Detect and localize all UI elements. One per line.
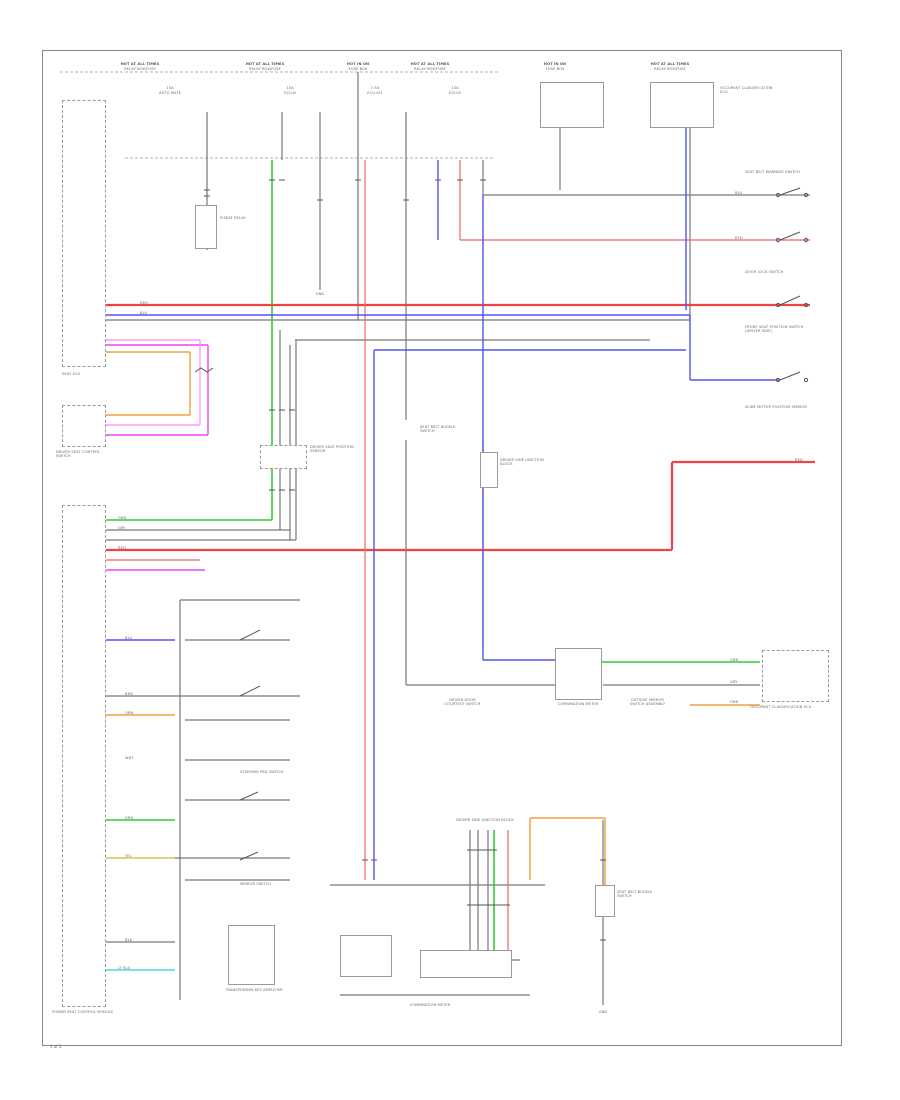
page-footer: 1 of 2 xyxy=(50,1044,62,1049)
green-wire xyxy=(100,160,760,960)
diagram-frame xyxy=(42,50,842,1046)
junction-label: DRIVER SIDE JUNCTION BLOCK xyxy=(500,458,544,467)
wire-tag-orn: ORN xyxy=(125,711,134,715)
ocu-ecu-top-label: OCCUPANT CLASSIFICATION ECU xyxy=(720,86,773,95)
comb-meter-label: COMBINATION METER xyxy=(557,702,599,706)
seat-belt-sensor-box xyxy=(595,885,615,917)
bottom-connector-2 xyxy=(420,950,512,978)
top-label-5-line2: FUSE BOX xyxy=(545,67,565,71)
top-label-2-line1: HOT AT ALL TIMES xyxy=(245,62,285,66)
mirror-label: MIRROR SWITCH xyxy=(240,882,272,886)
red-thin-wire xyxy=(100,160,810,960)
right-switch-1-label: SEAT BELT WARNING SWITCH xyxy=(745,170,800,174)
right-switch-4-label: SLIDE MOTOR POSITION SENSOR xyxy=(745,405,807,409)
top-label-3-line4: ECU-IG1 xyxy=(367,91,383,95)
wire-tag-blk: BLK xyxy=(125,938,133,942)
comb-meter-box xyxy=(555,648,602,700)
steering-label: STEERING PAD SWITCH xyxy=(240,770,284,774)
power-seat-module-box xyxy=(62,505,106,1007)
wire-tag-blue-2: BLU xyxy=(125,636,133,640)
seat-belt-sensor-label: SEAT BELT BUCKLE SWITCH xyxy=(617,890,653,899)
top-label-3-line2: FUSE BOX xyxy=(348,67,368,71)
fuse-box-5 xyxy=(540,82,604,128)
top-label-1-line2: RELAY BOX/FUSE xyxy=(124,67,156,71)
wire-tag-blue: BLU xyxy=(140,311,148,315)
wire-tag-blu-3: BLU xyxy=(735,191,743,195)
position-sensor-box xyxy=(260,445,307,469)
top-label-4-line1: HOT AT ALL TIMES xyxy=(410,62,450,66)
wire-tag-gray: GRY xyxy=(118,526,126,530)
ground-bottom-label: GND xyxy=(598,1010,608,1014)
transponder-box xyxy=(228,925,275,985)
wire-tag-grn-3: GRN xyxy=(730,658,739,662)
wire-tag-grn-2: GRN xyxy=(125,816,134,820)
top-label-3-line1: HOT IN ON xyxy=(346,62,370,66)
right-switch-3-label: FRONT SEAT POSITION SWITCH (DRIVER SIDE) xyxy=(745,325,804,334)
wire-tag-red: RED xyxy=(140,301,148,305)
relay-box xyxy=(195,205,217,249)
seat-ecu-label: SEAT ECU xyxy=(62,372,81,376)
top-label-4-line2: RELAY BOX/FUSE xyxy=(414,67,446,71)
transponder-label: TRANSPONDER KEY AMPLIFIER xyxy=(225,988,283,992)
wire-tag-wht: WHT xyxy=(125,756,134,760)
relay-label: P/SEAT RELAY xyxy=(220,216,246,220)
bottom-connector-1 xyxy=(340,935,392,977)
top-label-1-line4: AUTO MATE xyxy=(159,91,181,95)
wire-tag-red-2: RED xyxy=(118,546,126,550)
right-switch-2-label: DOOR LOCK SWITCH xyxy=(745,270,784,274)
occupant-ecu-label: OCCUPANT CLASSIFICATION ECU xyxy=(750,705,812,709)
outside-switch-label: OUTSIDE MIRROR SWITCH ASSEMBLY xyxy=(629,698,666,707)
power-seat-module-label: POWER SEAT CONTROL MODULE xyxy=(52,1010,114,1014)
top-label-5-line1: HOT IN ON xyxy=(543,62,567,66)
wire-tag-brn: BRN xyxy=(125,692,133,696)
connector-ticks xyxy=(204,179,606,941)
junction-box xyxy=(480,452,498,488)
bottom-meter-label: COMBINATION METER xyxy=(409,1003,451,1007)
wire-tag-yel: YEL xyxy=(125,854,132,858)
orange-wire xyxy=(100,351,760,885)
top-label-4-line3: 10A xyxy=(451,86,459,90)
seat-switch-label: DRIVER SEAT CONTROL SWITCH xyxy=(56,450,101,459)
top-label-6-line1: HOT AT ALL TIMES xyxy=(650,62,690,66)
magenta-wire xyxy=(100,344,209,571)
wire-tag-green: GRN xyxy=(118,516,127,520)
top-label-6-line2: RELAY BOX/FUSE xyxy=(654,67,686,71)
ground-label: GND xyxy=(315,292,325,296)
top-label-2-line2: RELAY BOX/FUSE xyxy=(249,67,281,71)
top-label-4-line4: ECU-B xyxy=(449,91,461,95)
top-label-2-line3: 10A xyxy=(286,86,294,90)
wire-tag-red-3: RED xyxy=(735,236,743,240)
top-label-2-line4: ECU-B xyxy=(284,91,296,95)
seat-belt-label: SEAT BELT BUCKLE SWITCH xyxy=(420,425,456,434)
top-label-3-line3: 7.5A xyxy=(370,86,380,90)
seat-switch-box xyxy=(62,405,106,447)
position-sensor-label: DRIVER SEAT POSITION SENSOR xyxy=(310,445,354,454)
fuse-box-6 xyxy=(650,82,714,128)
wire-tag-gry-3: GRY xyxy=(730,680,738,684)
blue-wire xyxy=(100,125,780,880)
red-wire xyxy=(100,303,815,552)
top-label-1-line3: 10A xyxy=(166,86,174,90)
driver-door-label: DRIVER DOOR COURTESY SWITCH xyxy=(444,698,481,707)
seat-ecu-box xyxy=(62,100,106,367)
top-label-1-line1: HOT AT ALL TIMES xyxy=(120,62,160,66)
occupant-ecu-box xyxy=(762,650,829,702)
wire-tag-red-4: RED xyxy=(795,458,803,462)
wire-tag-orn-3: ORN xyxy=(730,700,739,704)
wire-tag-ltblu: LT BLU xyxy=(118,966,131,970)
junction-top-label: DRIVER SIDE JUNCTION BLOCK xyxy=(456,818,514,822)
